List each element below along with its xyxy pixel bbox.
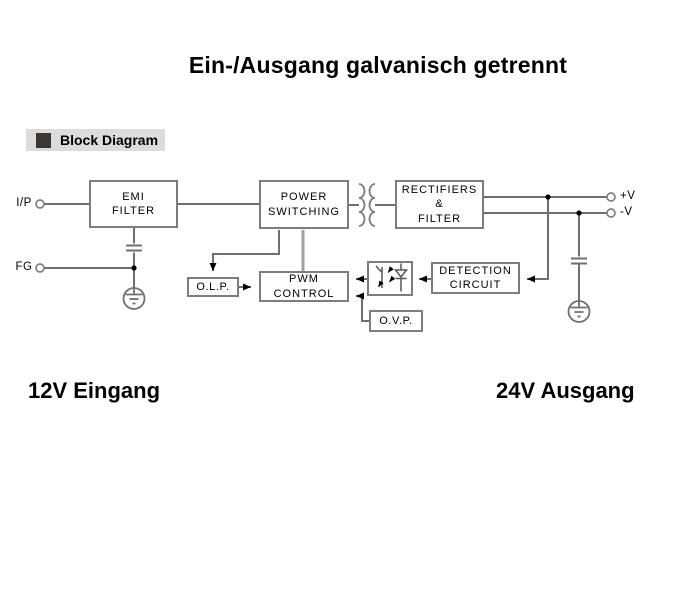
- vminus-terminal-label: -V: [620, 206, 633, 218]
- transformer-icon: [358, 183, 376, 227]
- vplus-terminal-label: +V: [620, 190, 636, 202]
- pwm-control-block: PWM CONTROL: [259, 271, 349, 302]
- square-bullet-icon: [36, 132, 51, 148]
- junction-dots: [131, 194, 582, 271]
- power-switching-block: POWER SWITCHING: [259, 180, 349, 229]
- optocoupler-icon: [367, 261, 413, 296]
- fg-terminal-label: FG: [15, 261, 33, 273]
- olp-block: O.L.P.: [187, 277, 239, 297]
- ip-terminal-label: I/P: [16, 197, 32, 209]
- page-title: Ein-/Ausgang galvanisch getrennt: [188, 52, 568, 78]
- rectifiers-filter-label: RECTIFIERS & FILTER: [401, 184, 478, 225]
- ovp-label: O.V.P.: [379, 314, 413, 327]
- emi-filter-block: EMI FILTER: [89, 180, 178, 228]
- vplus-terminal-circle: [606, 192, 616, 202]
- section-header: Block Diagram: [26, 129, 165, 151]
- arrow-wires: [209, 197, 549, 322]
- output-earth-ground-icon: [567, 300, 591, 323]
- output-capacitor-icon: [571, 257, 587, 265]
- ip-terminal-circle: [35, 199, 45, 209]
- olp-label: O.L.P.: [196, 280, 230, 293]
- rectifiers-filter-block: RECTIFIERS & FILTER: [395, 180, 484, 229]
- section-header-label: Block Diagram: [60, 132, 159, 148]
- output-voltage-caption: 24V Ausgang: [496, 378, 635, 403]
- detection-circuit-block: DETECTION CIRCUIT: [431, 262, 520, 294]
- fg-terminal-circle: [35, 263, 45, 273]
- terminal-circles: [35, 192, 616, 273]
- input-capacitor-icon: [126, 244, 142, 252]
- input-earth-ground-icon: [122, 287, 146, 310]
- emi-filter-label: EMI FILTER: [111, 190, 156, 217]
- detection-circuit-label: DETECTION CIRCUIT: [439, 264, 512, 291]
- vminus-terminal-circle: [606, 208, 616, 218]
- ovp-block: O.V.P.: [369, 310, 423, 332]
- power-switching-label: POWER SWITCHING: [268, 191, 340, 218]
- input-voltage-caption: 12V Eingang: [28, 378, 161, 403]
- pwm-control-label: PWM CONTROL: [273, 273, 335, 300]
